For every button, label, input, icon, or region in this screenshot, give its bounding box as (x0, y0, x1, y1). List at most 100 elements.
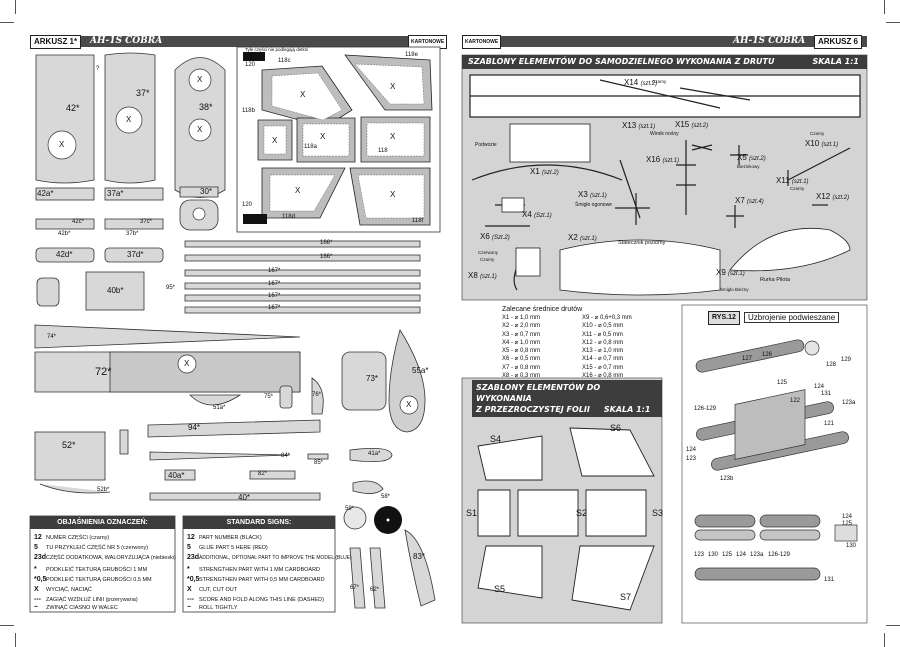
figure-callout: 124 (686, 447, 697, 453)
part-label: 118d (282, 214, 295, 220)
part-label: 166* (320, 254, 333, 260)
crop-mark (886, 625, 900, 626)
part-label: 41a* (368, 451, 381, 457)
part-42a (35, 187, 95, 201)
crop-mark (15, 633, 16, 647)
cut-mark: X (390, 132, 396, 141)
part-label: 120 (245, 62, 256, 68)
part-label: 73* (366, 374, 379, 383)
figure-callout: 127 (742, 356, 753, 362)
part-label: 118 (378, 148, 388, 154)
wire-caption: Czarny (652, 79, 667, 84)
part-label: 51a* (213, 405, 226, 411)
wire-label: X3 (szt.1) (578, 190, 607, 199)
figure-callout: 131 (821, 391, 832, 397)
figure-callout: 122 (790, 398, 801, 404)
part-label: 167* (268, 268, 281, 274)
wire-label: X14 (szt.2) (624, 78, 658, 87)
wire-label: X8 (szt.1) (468, 271, 497, 280)
figure-callout: 130 (708, 552, 719, 558)
wire-caption: Czarny (790, 186, 805, 191)
legend-row: 23dCZĘŚĆ DODATKOWA, WALORYZUJĄCA (niebie… (34, 554, 176, 561)
cut-mark: X (59, 140, 65, 149)
part-label: 118c (278, 58, 291, 64)
wire-caption: Śmigło Bieżny (720, 287, 749, 292)
part-label: 118e (405, 52, 418, 58)
part-label: 76* (312, 392, 322, 398)
cut-mark: X (320, 132, 326, 141)
legend-row: ---SCORE AND FOLD ALONG THIS LINE (DASHE… (187, 596, 324, 603)
figure-callout: 126-129 (694, 406, 717, 412)
crop-mark (15, 0, 16, 14)
part-label: 58* (381, 494, 391, 500)
legend-en-heading: STANDARD SIGNS: (183, 516, 335, 529)
diameter-heading: Zalecane średnice drutów (502, 306, 583, 313)
part-label: 167* (268, 305, 281, 311)
wire-label: X9 (szt.1) (716, 268, 745, 277)
part-label: 52b* (97, 487, 110, 493)
cut-mark: X (126, 115, 132, 124)
part-label: 52* (62, 440, 76, 450)
part-label: 166* (320, 240, 333, 246)
legend-row: *0,5PODKLEIĆ TEKTURĄ GRUBOŚCI 0,5 MM (34, 576, 152, 583)
wire-label: X1 (szt.2) (530, 167, 559, 176)
figure-callout: 129 (841, 357, 852, 363)
part-label: 42b* (58, 231, 71, 237)
wire-label: X16 (szt.1) (646, 155, 680, 164)
foil-label: S4 (490, 434, 502, 444)
part-label: 37b* (126, 231, 139, 237)
part-label: 94* (188, 423, 201, 432)
cut-mark: X (390, 190, 396, 199)
wire-caption: Czerwony (478, 250, 499, 255)
figure-callout: 123a (842, 400, 856, 406)
wire-caption: Czarny (810, 131, 825, 136)
part-label: 74* (47, 334, 57, 340)
foil-label: S6 (610, 423, 622, 433)
part-label: 62* (370, 587, 380, 593)
part-label: 42c* (72, 219, 85, 225)
page-title: AH-1S COBRA (90, 36, 163, 46)
figure-callout: 123a (750, 552, 764, 558)
right-page: KARTONOWE AH-1S COBRA ARKUSZ 6 (450, 0, 900, 647)
cut-mark: X (406, 400, 412, 409)
cut-mark: X (197, 125, 203, 134)
figure-callout: 123 (686, 456, 697, 462)
part-label: 167* (268, 293, 281, 299)
wire-label: X6 (Szt.2) (480, 232, 510, 241)
wire-caption: Śmigło ogonowe (575, 202, 612, 208)
publisher-logo: KARTONOWE (462, 35, 502, 49)
figure-callout: 125 (722, 552, 733, 558)
part-label: 59* (345, 506, 355, 512)
crop-mark (884, 0, 885, 14)
part-label: 37d* (127, 250, 144, 259)
figure-callout: 121 (824, 421, 835, 427)
crop-mark (0, 22, 14, 23)
parts-drawing (29, 46, 441, 613)
cut-mark: X (300, 90, 306, 99)
sheet-label: ARKUSZ 1* (30, 35, 82, 49)
cut-mark: X (197, 75, 203, 84)
wire-caption: Rurka Pilota (760, 277, 790, 283)
part-label: 82* (258, 471, 268, 477)
foil-banner-title: SZABLONY ELEMENTÓW DO WYKONANIA (476, 383, 601, 403)
legend-row: ~ZWINĄĆ CIASNO W WALEC (34, 604, 118, 611)
cut-mark: X (390, 82, 396, 91)
page-title: AH-1S COBRA (733, 36, 806, 46)
crop-mark (0, 625, 14, 626)
foil-label: S5 (494, 584, 506, 594)
part-label: 30* (200, 187, 213, 196)
part-label: 72* (95, 366, 112, 378)
wire-caption: Wirnik nośny (650, 131, 679, 137)
part-label: 37a* (107, 189, 124, 198)
crop-mark (884, 633, 885, 647)
figure-callout: 125 (777, 380, 788, 386)
wire-label: X13 (szt.1) (622, 121, 656, 130)
legend-row: *STRENGTHEN PART WITH 1 MM CARDBOARD (187, 566, 321, 573)
figure-callout: 126-129 (768, 552, 791, 558)
figure-callout: 124 (736, 552, 747, 558)
